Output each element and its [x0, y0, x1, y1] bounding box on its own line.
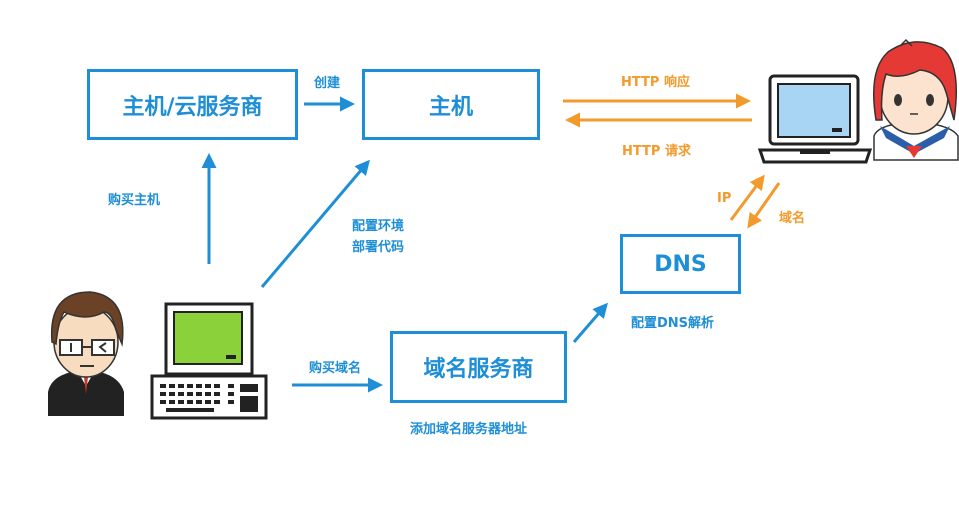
- configure-env-label: 配置环境: [352, 219, 405, 234]
- arrow-ip: [729, 174, 765, 221]
- configure-dns-label: 配置DNS解析: [631, 316, 715, 331]
- host-box: 主机: [362, 69, 540, 140]
- domain-provider-box: 域名服务商: [390, 331, 567, 403]
- create-label: 创建: [314, 76, 341, 91]
- arrow-domain-query: [747, 182, 781, 229]
- domain-label: 域名: [779, 211, 806, 226]
- dns-box: DNS: [620, 234, 741, 294]
- arrow-domain-to-dns: [572, 302, 608, 343]
- configure-deploy-label: 配置环境 部署代码: [352, 216, 404, 258]
- deploy-code-label: 部署代码: [352, 240, 405, 255]
- http-request-label: HTTP 请求: [622, 144, 691, 159]
- buy-host-label: 购买主机: [108, 193, 161, 208]
- buy-domain-label: 购买域名: [309, 361, 362, 376]
- http-response-label: HTTP 响应: [621, 75, 690, 90]
- arrow-configure-deploy: [260, 159, 370, 288]
- add-ns-address-label: 添加域名服务器地址: [410, 422, 528, 437]
- ip-label: IP: [717, 191, 732, 206]
- host-provider-box: 主机/云服务商: [87, 69, 298, 140]
